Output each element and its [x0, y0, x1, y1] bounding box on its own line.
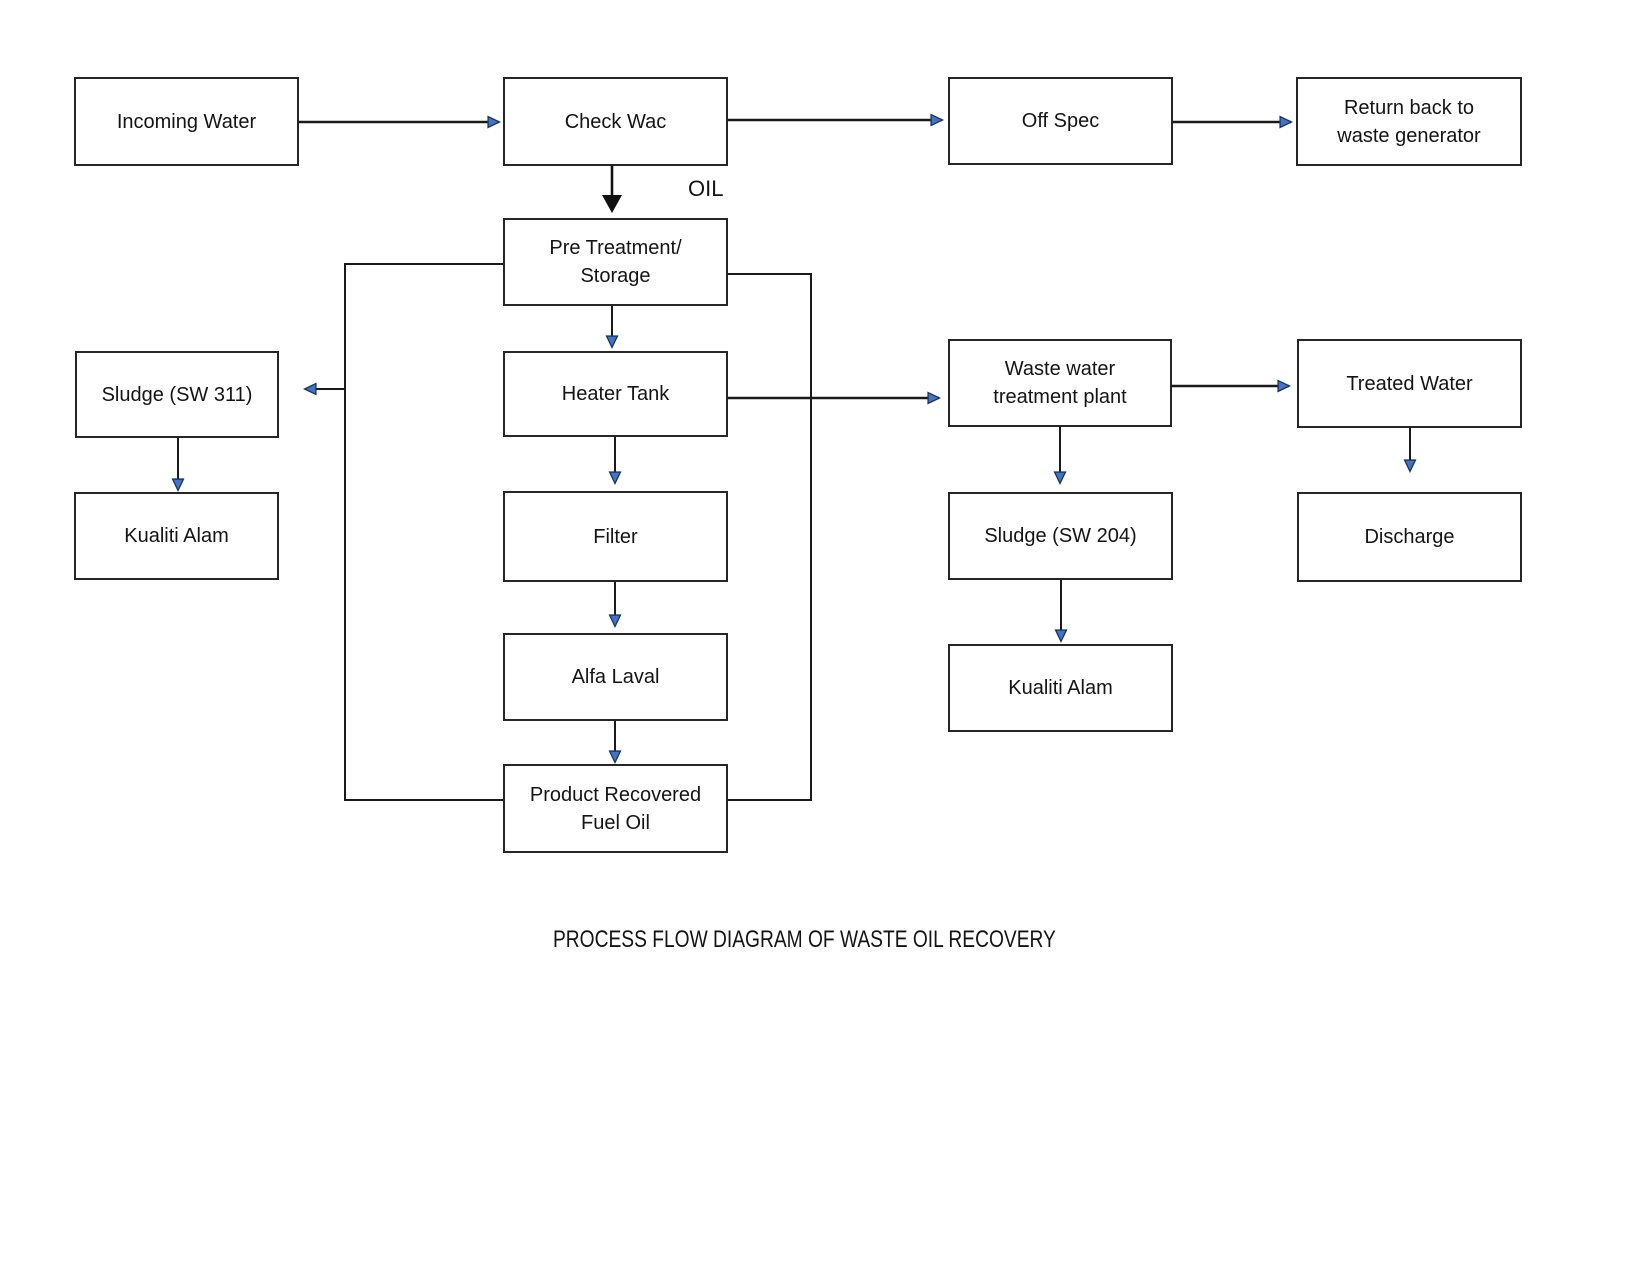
- node-discharge: Discharge: [1297, 492, 1522, 582]
- node-sludge-sw204: Sludge (SW 204): [948, 492, 1173, 580]
- node-label: Product Recovered Fuel Oil: [529, 783, 702, 834]
- node-label: Kualiti Alam: [1008, 677, 1113, 699]
- node-alfa-laval: Alfa Laval: [503, 633, 728, 721]
- node-off-spec: Off Spec: [948, 77, 1173, 165]
- node-label: Discharge: [1364, 526, 1455, 548]
- node-product-recovered-fuel-oil: Product Recovered Fuel Oil: [503, 764, 728, 853]
- node-incoming-water: Incoming Water: [74, 77, 299, 166]
- node-filter: Filter: [503, 491, 728, 582]
- node-sludge-sw311: Sludge (SW 311): [75, 351, 279, 438]
- node-label: Sludge (SW 204): [984, 525, 1137, 547]
- node-kualiti-alam-left: Kualiti Alam: [74, 492, 279, 580]
- node-label: Off Spec: [1021, 110, 1100, 132]
- node-label: Heater Tank: [561, 383, 670, 405]
- node-kualiti-alam-right: Kualiti Alam: [948, 644, 1173, 732]
- recycle-loop-right-line: [728, 273, 812, 801]
- node-label: Waste water treatment plant: [993, 358, 1127, 408]
- node-waste-water-treatment-plant: Waste water treatment plant: [948, 339, 1172, 427]
- node-label: Alfa Laval: [571, 666, 660, 688]
- node-heater-tank: Heater Tank: [503, 351, 728, 437]
- recycle-loop-left-line: [344, 263, 503, 801]
- node-label: Sludge (SW 311): [101, 383, 253, 406]
- oil-flow-label: OIL: [688, 176, 724, 201]
- node-label: Treated Water: [1346, 372, 1473, 395]
- arrow-checkwac-to-pretreatment-head: [602, 195, 622, 213]
- node-check-wac: Check Wac: [503, 77, 728, 166]
- diagram-title: PROCESS FLOW DIAGRAM OF WASTE OIL RECOVE…: [553, 926, 1056, 953]
- node-label: Filter: [593, 525, 638, 548]
- node-label: Incoming Water: [116, 110, 257, 133]
- node-pre-treatment: Pre Treatment/ Storage: [503, 218, 728, 306]
- node-return-back: Return back to waste generator: [1296, 77, 1522, 166]
- node-label: Check Wac: [564, 110, 667, 133]
- node-label: Pre Treatment/ Storage: [549, 237, 682, 287]
- node-treated-water: Treated Water: [1297, 339, 1522, 428]
- node-label: Return back to waste generator: [1337, 96, 1481, 147]
- node-label: Kualiti Alam: [124, 525, 229, 547]
